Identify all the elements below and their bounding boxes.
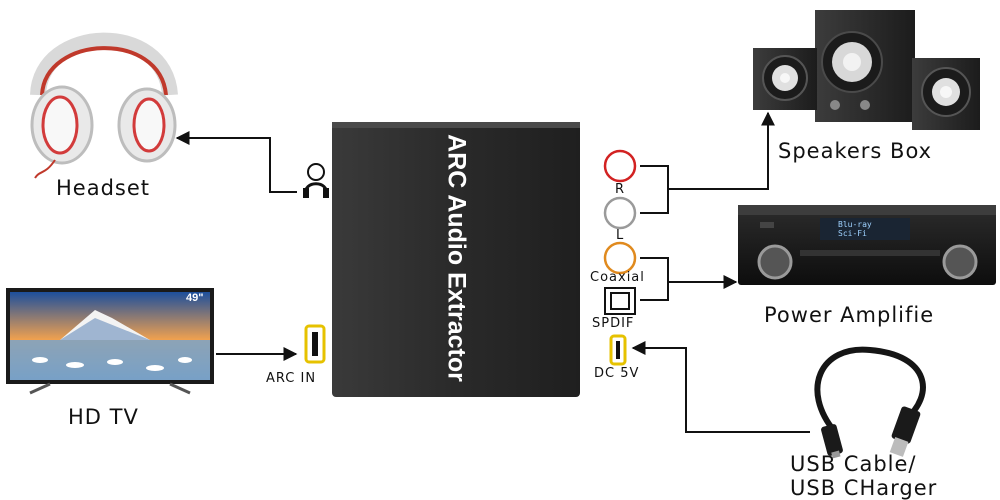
arc-in-label: ARC IN [266, 371, 317, 386]
usb-label-line1: USB Cable/ [790, 452, 917, 476]
headphone-jack-icon [303, 163, 329, 198]
amplifier-display-line2: Sci-Fi [838, 229, 867, 238]
amplifier-display-text: Blu-ray Sci-Fi [838, 220, 872, 238]
headset-label: Headset [56, 176, 151, 200]
coaxial-label: Coaxial [590, 270, 645, 285]
right-channel-label: R [615, 182, 626, 197]
hd-tv-image [6, 288, 214, 395]
rca-white-port-icon [603, 196, 637, 230]
arrow-from-usb [631, 341, 810, 433]
amplifier-label: Power Amplifie [764, 303, 935, 327]
coaxial-port-icon [603, 241, 637, 275]
hdmi-arc-port-icon [304, 324, 326, 364]
usb-label: USB Cable/ USB CHarger [790, 452, 937, 500]
speakers-image [753, 10, 980, 130]
left-channel-label: L [616, 228, 625, 243]
headset-image [30, 32, 178, 179]
arrow-to-amplifier [640, 257, 669, 301]
usb-label-line2: USB CHarger [790, 476, 938, 500]
spdif-label: SPDIF [592, 316, 635, 331]
hd-tv-label: HD TV [68, 405, 139, 429]
amplifier-display-line1: Blu-ray [838, 220, 872, 229]
rca-red-port-icon [603, 149, 637, 183]
usb-cable-image [814, 346, 926, 459]
device-title: ARC Audio Extractor [442, 134, 471, 382]
connection-lines [175, 111, 810, 433]
amplifier-image [738, 205, 996, 285]
tv-size-badge: 49" [186, 292, 204, 304]
arrow-to-speakers [640, 165, 669, 214]
spdif-port-icon [604, 287, 636, 315]
dc-power-label: DC 5V [594, 366, 640, 381]
extractor-device [332, 122, 580, 397]
dc-power-port-icon [609, 334, 627, 366]
arrow-to-headset [175, 131, 297, 193]
speakers-label: Speakers Box [778, 139, 933, 163]
